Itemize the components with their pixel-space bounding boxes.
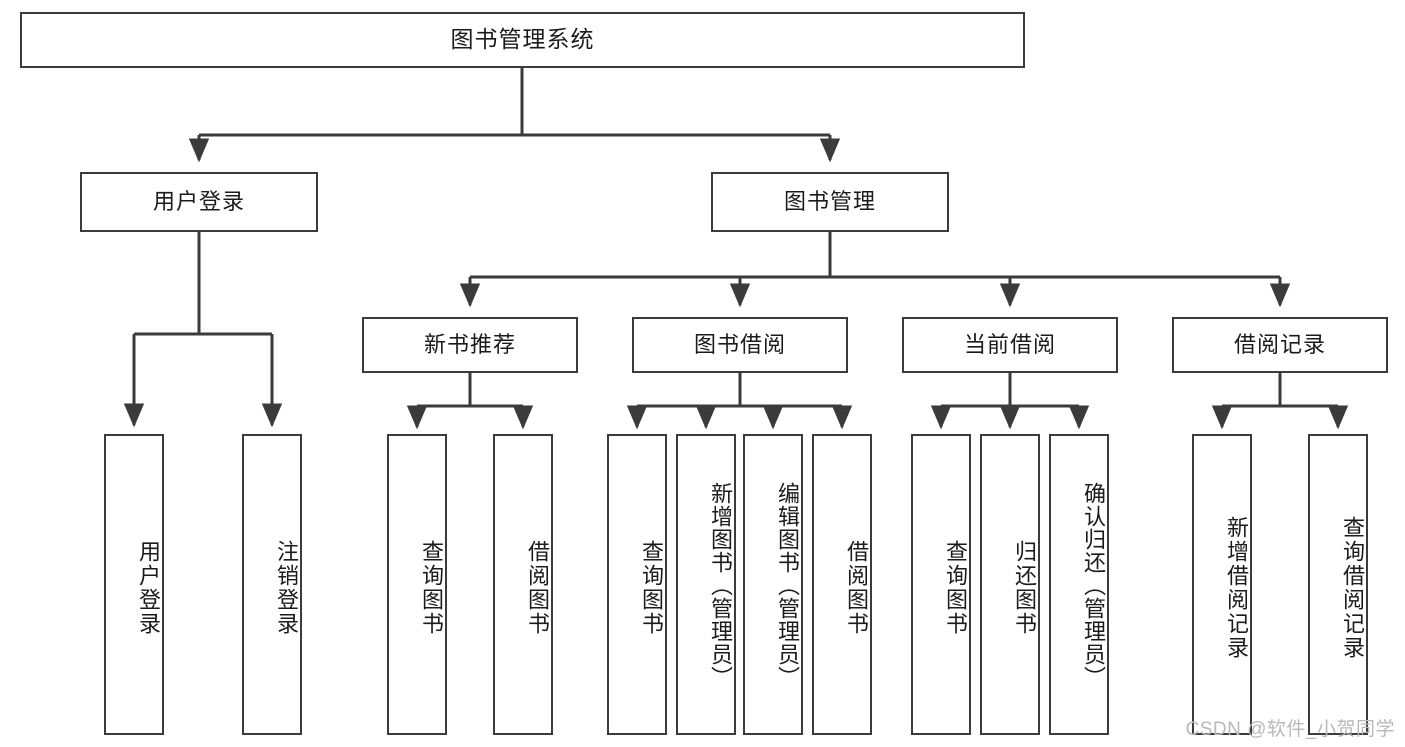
leaf-add-book-label: 新增图书（管理员） (708, 482, 733, 689)
node-new-book-recommend-label: 新书推荐 (423, 331, 516, 357)
leaf-query-borrow-record-label: 查询借阅记录 (1340, 515, 1365, 660)
leaf-logout-login[interactable]: 注销登录 (242, 434, 302, 735)
leaf-query-book-2[interactable]: 查询图书 (607, 434, 667, 735)
node-book-borrow-label: 图书借阅 (693, 331, 786, 357)
node-root-label: 图书管理系统 (450, 26, 595, 53)
node-root[interactable]: 图书管理系统 (20, 12, 1025, 68)
leaf-borrow-book-1[interactable]: 借阅图书 (493, 434, 553, 735)
node-user-login-label: 用户登录 (152, 188, 245, 214)
node-new-book-recommend[interactable]: 新书推荐 (362, 317, 578, 373)
leaf-edit-book[interactable]: 编辑图书（管理员） (743, 434, 803, 735)
leaf-borrow-book-1-label: 借阅图书 (525, 539, 550, 636)
node-user-login[interactable]: 用户登录 (80, 172, 318, 232)
node-book-management[interactable]: 图书管理 (711, 172, 949, 232)
leaf-confirm-return[interactable]: 确认归还（管理员） (1049, 434, 1109, 735)
node-current-borrow[interactable]: 当前借阅 (902, 317, 1118, 373)
leaf-query-book-1-label: 查询图书 (419, 539, 444, 636)
leaf-add-book[interactable]: 新增图书（管理员） (676, 434, 736, 735)
leaf-query-book-3[interactable]: 查询图书 (911, 434, 971, 735)
leaf-borrow-book-2-label: 借阅图书 (844, 539, 869, 636)
leaf-borrow-book-2[interactable]: 借阅图书 (812, 434, 872, 735)
leaf-query-book-2-label: 查询图书 (639, 539, 664, 636)
node-book-management-label: 图书管理 (783, 188, 876, 214)
leaf-add-borrow-record[interactable]: 新增借阅记录 (1192, 434, 1252, 735)
leaf-edit-book-label: 编辑图书（管理员） (775, 482, 800, 689)
leaf-query-book-3-label: 查询图书 (943, 539, 968, 636)
leaf-user-login-label: 用户登录 (136, 539, 161, 636)
leaf-logout-login-label: 注销登录 (274, 539, 299, 636)
leaf-return-book[interactable]: 归还图书 (980, 434, 1040, 735)
watermark: CSDN @软件_小贺同学 (1185, 719, 1395, 740)
leaf-query-borrow-record[interactable]: 查询借阅记录 (1308, 434, 1368, 735)
node-current-borrow-label: 当前借阅 (963, 331, 1056, 357)
node-book-borrow[interactable]: 图书借阅 (632, 317, 848, 373)
leaf-return-book-label: 归还图书 (1012, 539, 1037, 636)
node-borrow-record-label: 借阅记录 (1233, 331, 1326, 357)
leaf-add-borrow-record-label: 新增借阅记录 (1224, 515, 1249, 660)
leaf-confirm-return-label: 确认归还（管理员） (1081, 482, 1106, 689)
leaf-user-login[interactable]: 用户登录 (104, 434, 164, 735)
node-borrow-record[interactable]: 借阅记录 (1172, 317, 1388, 373)
leaf-query-book-1[interactable]: 查询图书 (387, 434, 447, 735)
